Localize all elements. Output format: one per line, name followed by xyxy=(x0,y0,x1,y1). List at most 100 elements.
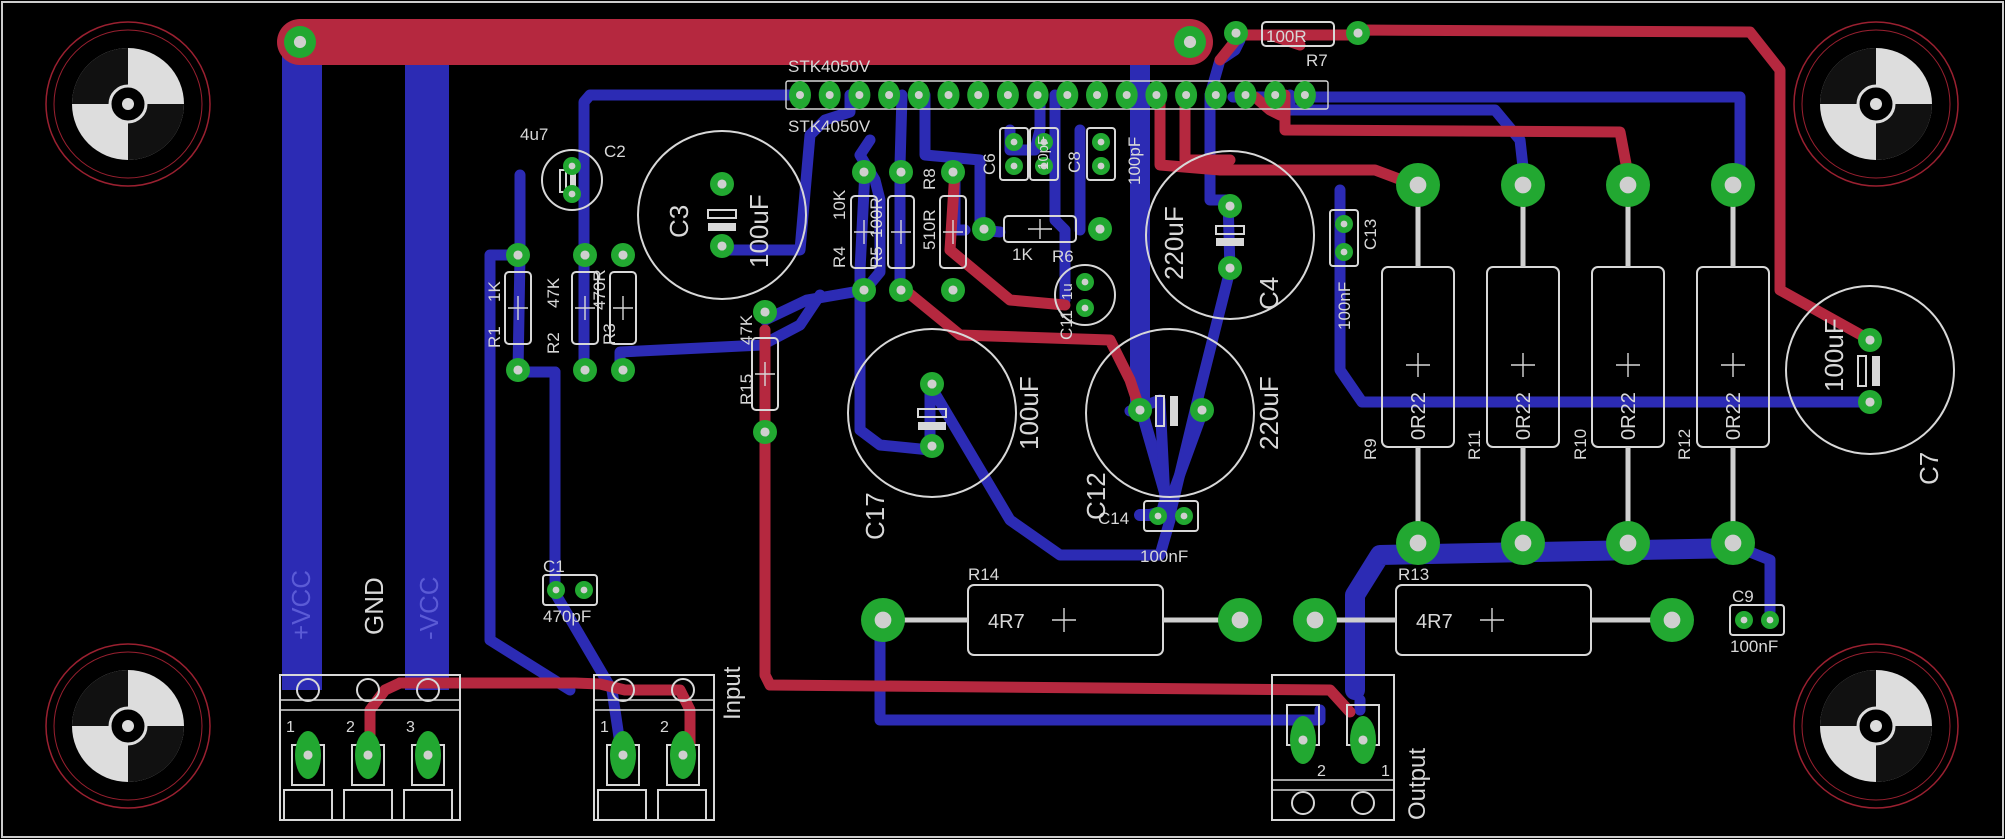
terminal-block-input xyxy=(593,674,715,821)
resistor-r6 xyxy=(1003,215,1077,243)
c4-name: C4 xyxy=(1254,277,1284,310)
component-pad-drill xyxy=(1183,35,1197,49)
component-pad-drill xyxy=(1097,138,1105,146)
component-pad-drill xyxy=(896,285,906,295)
component-pad-drill xyxy=(1010,162,1018,170)
capacitor-c11 xyxy=(1054,264,1116,326)
ic-pin-drill xyxy=(1003,91,1012,99)
terminal-pad-drill xyxy=(678,750,688,760)
c9-name: C9 xyxy=(1732,587,1754,606)
resistor-r8 xyxy=(939,195,967,269)
component-pad-drill xyxy=(618,365,628,375)
component-pad-drill xyxy=(1619,534,1637,552)
r13-name: R13 xyxy=(1398,565,1429,584)
ic-pin-drill xyxy=(974,91,983,99)
component-pad-drill xyxy=(927,379,937,389)
terminal-pad-drill xyxy=(423,750,433,760)
c2-value: 4u7 xyxy=(520,125,548,144)
c8-value: 100pF xyxy=(1125,137,1144,185)
r7-name: R7 xyxy=(1306,51,1328,70)
ic-pin-drill xyxy=(914,91,923,99)
mounting-hole-top-right xyxy=(1793,21,1959,187)
r1-name: R1 xyxy=(485,326,504,348)
component-pad-drill xyxy=(1231,611,1249,629)
terminal-pad-drill xyxy=(303,750,313,760)
label-input: Input xyxy=(719,666,746,720)
component-pad-drill xyxy=(1766,616,1774,624)
capacitor-c6 xyxy=(999,127,1029,181)
ic-pin-drill xyxy=(944,91,953,99)
component-pad-drill xyxy=(1340,248,1348,256)
ic-pin-drill xyxy=(825,91,834,99)
component-pad-drill xyxy=(927,441,937,451)
ic-pin-drill xyxy=(796,91,804,99)
input-pin-label-1: 1 xyxy=(600,719,609,736)
capacitor-c4 xyxy=(1145,150,1315,320)
terminal-pad-drill xyxy=(1358,735,1368,745)
component-pad-drill xyxy=(948,285,958,295)
component-pad-drill xyxy=(1865,397,1875,407)
r3-name: R3 xyxy=(600,323,619,345)
mounting-hole-bottom-right xyxy=(1793,643,1959,809)
mounting-hole-top-left xyxy=(45,21,211,187)
r7-value: 100R xyxy=(1266,27,1307,46)
capacitor-c14 xyxy=(1143,500,1199,532)
component-pad-drill xyxy=(859,167,869,177)
terminal-block-power xyxy=(279,674,461,821)
component-pad-drill xyxy=(1724,534,1742,552)
ic-stk4050v xyxy=(785,80,1329,110)
silkscreen-text: STK4050V STK4050V +VCC GND -VCC Input Ou… xyxy=(286,27,1944,820)
component-pad-drill xyxy=(1740,616,1748,624)
component-pad-drill xyxy=(1040,162,1048,170)
component-pad-drill xyxy=(1225,201,1235,211)
capacitor-c9 xyxy=(1729,604,1785,636)
input-pin-label-2: 2 xyxy=(660,719,669,736)
r9-value: 0R22 xyxy=(1408,392,1430,440)
output-pin-label-2: 2 xyxy=(1317,763,1326,780)
terminal-pad-drill xyxy=(618,750,628,760)
component-pad-drill xyxy=(1340,220,1348,228)
r8-value: 510R xyxy=(920,209,939,250)
component-pad-drill xyxy=(1180,512,1188,520)
ic-pin-drill xyxy=(885,91,894,99)
r9-name: R9 xyxy=(1361,438,1380,460)
component-pads xyxy=(284,21,1882,779)
component-pad-drill xyxy=(1663,611,1681,629)
component-pad-drill xyxy=(859,285,869,295)
component-pad-drill xyxy=(717,241,727,251)
c1-value: 470pF xyxy=(543,607,591,626)
component-pad-drill xyxy=(580,250,590,260)
r4-name: R4 xyxy=(830,246,849,268)
r12-name: R12 xyxy=(1675,429,1694,460)
c3-name: C3 xyxy=(664,205,694,238)
ic-pin-drill xyxy=(855,91,864,99)
r1-value: 1K xyxy=(485,281,504,302)
ic-pin-drill xyxy=(1063,91,1072,99)
r3-value: 470R xyxy=(590,269,609,310)
terminal-pad-drill xyxy=(1298,735,1308,745)
ic-pin-drill xyxy=(1122,91,1131,99)
r14-name: R14 xyxy=(968,565,999,584)
r11-name: R11 xyxy=(1465,430,1484,460)
resistor-r15 xyxy=(751,337,779,411)
capacitor-c17 xyxy=(847,328,1017,498)
resistor-r3 xyxy=(609,271,637,345)
capacitor-c10 xyxy=(1029,127,1059,181)
c1-name: C1 xyxy=(543,557,565,576)
r8-name: R8 xyxy=(920,168,939,190)
component-pad-drill xyxy=(580,586,588,594)
r5-value: 100R xyxy=(867,197,886,238)
terminal-pad-drill xyxy=(363,750,373,760)
r2-name: R2 xyxy=(544,332,563,354)
c3-value: 100uF xyxy=(744,194,774,268)
capacitor-c3 xyxy=(637,130,807,300)
r12-value: 0R22 xyxy=(1723,392,1745,440)
component-pad-drill xyxy=(1010,138,1018,146)
component-pad-drill xyxy=(568,162,576,170)
component-pad-drill xyxy=(1135,405,1145,415)
component-pad-drill xyxy=(1514,534,1532,552)
r13-value: 4R7 xyxy=(1416,611,1453,633)
component-pad-drill xyxy=(1514,176,1532,194)
component-pad-drill xyxy=(1097,162,1105,170)
